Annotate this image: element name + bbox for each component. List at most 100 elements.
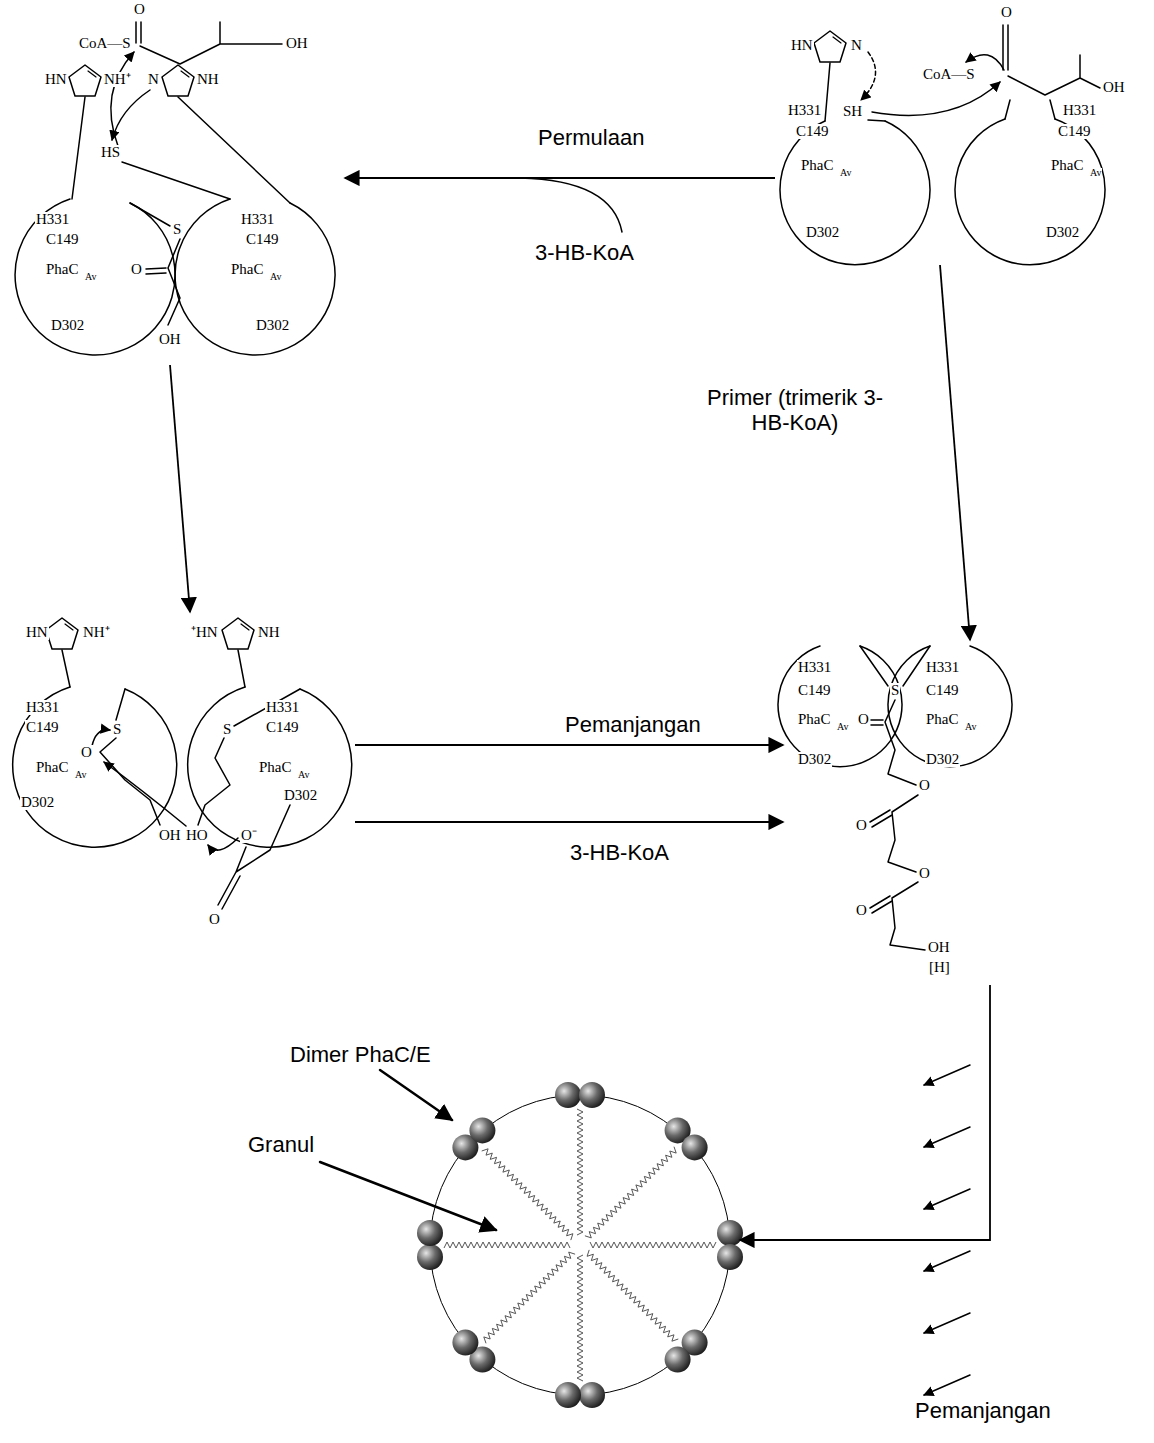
synthase-sphere: [717, 1220, 743, 1246]
structure-label: C149: [925, 683, 960, 698]
structure-label: N: [147, 72, 160, 87]
reagent-label: 3-HB-KoA: [535, 240, 634, 265]
elongation-arrow: [924, 1313, 970, 1333]
polymer-chain: [577, 1109, 583, 1235]
structure-label: H331: [1062, 103, 1097, 118]
structure-label: OH: [158, 332, 182, 347]
edge-label: Primer (trimerik 3-HB-KoA): [700, 385, 890, 436]
structure-label: Av: [269, 272, 282, 282]
synthase-sphere: [417, 1244, 443, 1270]
structure-label: HO: [185, 828, 209, 843]
structure-label: NH⁺: [82, 625, 111, 640]
mechanism-panel: H331H331C149SC149OPhaCAvPhaCAvD302D302OO…: [783, 640, 1018, 985]
structure-label: D302: [20, 795, 55, 810]
structure-label: CoA—S: [78, 36, 132, 51]
structure-label: Av: [74, 770, 87, 780]
granule-outline: [430, 1095, 730, 1395]
structure-label: O⁻: [240, 828, 258, 843]
structure-label: PhaC: [230, 262, 265, 277]
synthase-sphere: [555, 1382, 581, 1408]
enzyme-outline: [188, 687, 352, 847]
reaction-arrow: [355, 821, 783, 823]
structure-label: NH: [257, 625, 281, 640]
synthase-sphere: [579, 1382, 605, 1408]
synthase-sphere: [469, 1117, 495, 1143]
enzyme-outline: [13, 687, 177, 847]
synthase-sphere: [682, 1134, 708, 1160]
polymer-chain: [444, 1242, 570, 1248]
structure-label: PhaC: [1050, 158, 1085, 173]
polymer-chain: [587, 1250, 678, 1341]
structure-label: C149: [795, 124, 830, 139]
structure-label: H331: [25, 700, 60, 715]
structure-label: OH: [927, 940, 951, 955]
structure-label: O: [855, 818, 868, 833]
structure-label: S: [222, 722, 232, 737]
structure-label: CoA—S: [922, 67, 976, 82]
structure-label: OH: [1102, 80, 1126, 95]
synthase-sphere: [555, 1082, 581, 1108]
structure-label: O: [855, 903, 868, 918]
reaction-arrow: [740, 985, 990, 1240]
structure-label: H331: [35, 212, 70, 227]
structure-label: C149: [45, 232, 80, 247]
structure-label: S: [172, 222, 182, 237]
enzyme-outline: [15, 199, 175, 355]
structure-label: HN: [790, 38, 814, 53]
reaction-arrow: [355, 744, 783, 746]
polymer-chain: [590, 1242, 716, 1248]
structure-label: O: [918, 778, 931, 793]
structure-label: H331: [265, 700, 300, 715]
structure-label: C149: [25, 720, 60, 735]
enzyme-outline: [888, 646, 1012, 767]
polymer-chain: [585, 1147, 676, 1238]
callout-arrow: [380, 1070, 452, 1120]
structure-label: ⁺HN: [190, 625, 219, 640]
structure-label: C149: [265, 720, 300, 735]
structure-label: O: [130, 262, 143, 277]
elongation-arrow: [924, 1127, 970, 1147]
structure-label: H331: [797, 660, 832, 675]
mechanism-panel: HNNH⁺⁺HNNHH331H331C149SSC149OPhaCAvPhaCA…: [5, 612, 355, 930]
structure-label: Av: [84, 272, 97, 282]
structure-label: HN: [44, 72, 68, 87]
polymer-chain: [577, 1255, 583, 1381]
structure-label: PhaC: [800, 158, 835, 173]
reaction-arrow: [345, 177, 775, 179]
callout-label: Granul: [248, 1132, 314, 1157]
reaction-arrow: [940, 265, 970, 640]
structure-label: [H]: [928, 960, 951, 975]
synthase-sphere: [717, 1244, 743, 1270]
structure-label: D302: [283, 788, 318, 803]
synthase-sphere: [452, 1330, 478, 1356]
structure-label: C149: [797, 683, 832, 698]
structure-label: O: [918, 866, 931, 881]
structure-label: O: [133, 2, 146, 17]
edge-label: Permulaan: [538, 125, 644, 150]
enzyme-outline: [778, 646, 902, 767]
mechanism-panel: OHNNCoA—SOHH331SHH331C149C149PhaCAvPhaCA…: [775, 0, 1150, 265]
edge-label: 3-HB-KoA: [570, 840, 669, 865]
structure-label: HS: [100, 145, 121, 160]
structure-label: Av: [297, 770, 310, 780]
structure-label: C149: [245, 232, 280, 247]
structure-label: Av: [964, 722, 977, 732]
structure-label: D302: [805, 225, 840, 240]
elongation-arrow: [924, 1189, 970, 1209]
structure-label: O: [208, 912, 221, 927]
structure-label: O: [1000, 5, 1013, 20]
structure-label: HN: [25, 625, 49, 640]
structure-label: H331: [240, 212, 275, 227]
structure-label: OH: [285, 36, 309, 51]
structure-label: O: [857, 712, 870, 727]
structure-label: PhaC: [925, 712, 960, 727]
structure-label: O: [80, 745, 93, 760]
structure-label: NH: [196, 72, 220, 87]
structure-label: NH⁺: [103, 72, 132, 87]
structure-label: D302: [50, 318, 85, 333]
structure-label: S: [112, 722, 122, 737]
synthase-sphere: [417, 1220, 443, 1246]
structure-label: S: [890, 683, 900, 698]
structure-label: D302: [1045, 225, 1080, 240]
polymer-chain: [482, 1149, 573, 1240]
